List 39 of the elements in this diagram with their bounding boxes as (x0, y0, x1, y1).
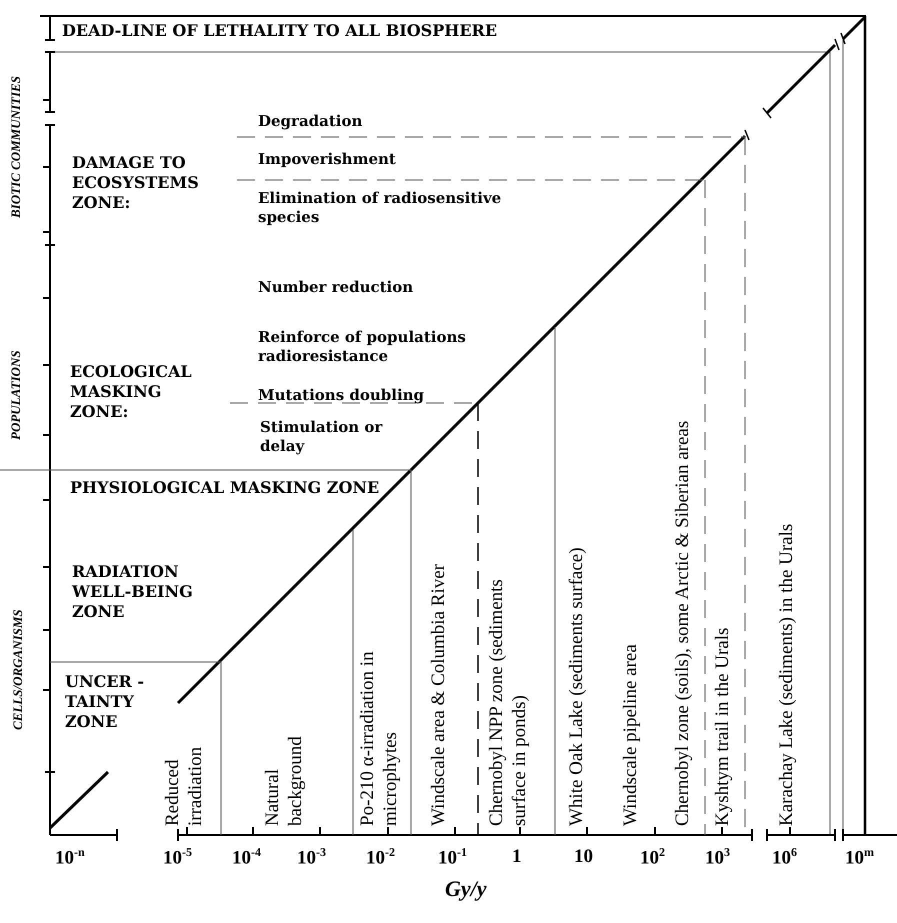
zone-label: UNCER - TAINTY ZONE (65, 672, 146, 732)
zone-label: ECOLOGICAL MASKING ZONE: (70, 362, 193, 422)
site-label: Natural background (262, 735, 307, 826)
effect-label: Impoverishment (258, 150, 397, 169)
site-label: Windscale pipeline area (620, 643, 642, 826)
tick-label: 10$^{-2}$ (366, 845, 395, 870)
site-label: Kyshtym trail in the Urals (712, 626, 734, 826)
site-label: Po-210 α-irradiation in microphytes (357, 650, 402, 826)
tick-label: 10$^{-5}$ (163, 845, 192, 870)
lethality-line-label: DEAD-LINE OF LETHALITY TO ALL BIOSPHERE (62, 21, 498, 41)
tick-label: 10$^{m}$ (845, 845, 874, 870)
site-label: Windscale area & Columbia River (428, 563, 450, 826)
tick-label: 10$^{-3}$ (297, 845, 326, 870)
tick-label: 10$^{-4}$ (232, 845, 261, 870)
tick-label: 10$^{3}$ (705, 845, 730, 870)
site-label: Chernobyl zone (soils), some Arctic & Siberian areas (672, 420, 694, 826)
effect-label: Number reduction (258, 278, 414, 297)
effect-label: Degradation (258, 112, 364, 131)
site-label: Chernobyl NPP zone (sediments surface in ponds) (486, 578, 531, 826)
tick-label: 1 (512, 845, 522, 869)
effect-label: Reinforce of populations radioresistance (258, 328, 467, 366)
tick-label: 10 (574, 845, 593, 869)
axis-title: Gy/y (445, 875, 487, 902)
tick-label: 10$^{2}$ (640, 845, 665, 870)
zone-label: DAMAGE TO ECOSYSTEMS ZONE: (72, 153, 200, 213)
level-label: BIOTIC COMMUNITIES (8, 75, 24, 220)
effect-label: Mutations doubling (258, 386, 426, 405)
zone-label: RADIATION WELL-BEING ZONE (72, 562, 194, 622)
tick-label: 10$^{6}$ (772, 845, 797, 870)
effect-label: Elimination of radiosensitive species (258, 189, 502, 226)
effect-label: Stimulation or delay (260, 418, 384, 456)
site-label: Karachay Lake (sediments) in the Urals (776, 522, 798, 826)
tick-label: 10$^{-n}$ (55, 845, 85, 870)
level-label: CELLS/ORGANISMS (10, 608, 26, 732)
site-label: White Oak Lake (sediments surface) (566, 546, 588, 826)
tick-label: 10$^{-1}$ (438, 845, 467, 870)
zone-label: PHYSIOLOGICAL MASKING ZONE (70, 478, 380, 498)
site-label: Reduced irradiation (162, 746, 207, 826)
level-label: POPULATIONS (8, 349, 24, 442)
